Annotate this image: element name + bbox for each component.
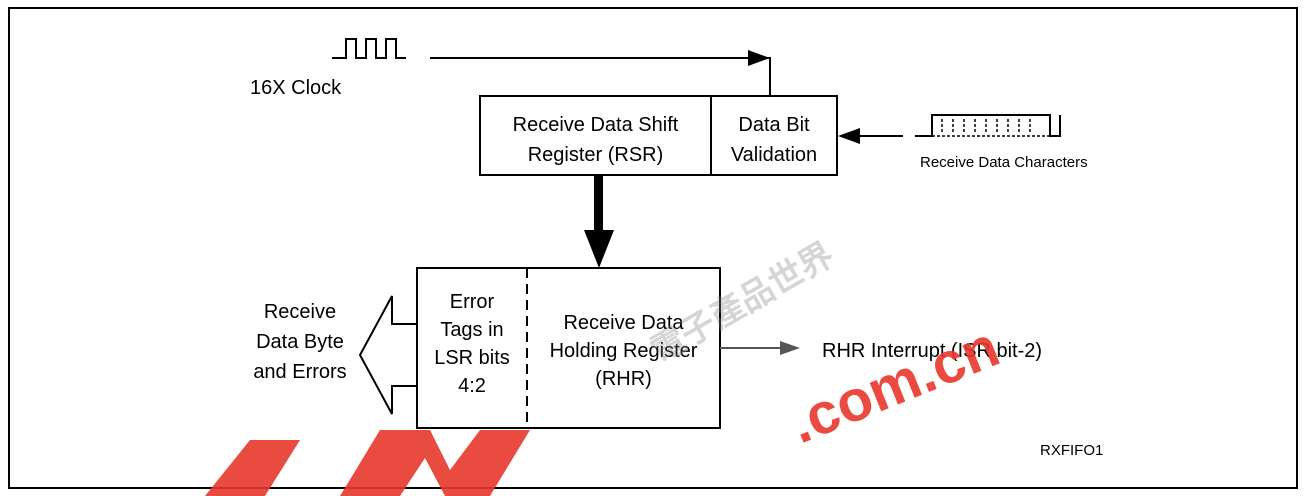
rhr-label-3: (RHR) bbox=[595, 368, 652, 390]
error-tags-label-3: LSR bits bbox=[434, 347, 510, 369]
rhr-label-2: Holding Register bbox=[549, 340, 698, 362]
interrupt-arrowhead bbox=[780, 341, 800, 355]
input-arrowhead bbox=[838, 128, 860, 144]
rsr-label-1: Receive Data Shift bbox=[512, 114, 679, 136]
clock-waveform bbox=[332, 38, 406, 59]
diagram-frame bbox=[8, 7, 1298, 489]
clock-label: 16X Clock bbox=[250, 77, 342, 99]
validation-label-2: Validation bbox=[730, 144, 818, 166]
transfer-arrowhead bbox=[584, 230, 614, 268]
clock-arrowhead bbox=[748, 50, 770, 66]
data-bits bbox=[941, 119, 1031, 132]
transfer-shaft bbox=[594, 175, 603, 231]
output-label-2: Data Byte bbox=[256, 331, 344, 353]
interrupt-label: RHR Interrupt (ISR bit-2) bbox=[822, 340, 1043, 362]
validation-label-1: Data Bit bbox=[738, 114, 810, 136]
error-tags-label-2: Tags in bbox=[440, 319, 504, 341]
error-tags-label-4: 4:2 bbox=[458, 375, 486, 397]
watermark-logo bbox=[205, 430, 530, 496]
input-label: Receive Data Characters bbox=[920, 154, 1088, 171]
figure-id: RXFIFO1 bbox=[1040, 442, 1104, 459]
error-tags-label-1: Error bbox=[449, 291, 495, 313]
validation-box bbox=[710, 95, 838, 176]
output-label-3: and Errors bbox=[253, 361, 347, 383]
data-waveform bbox=[915, 114, 1061, 137]
clock-line bbox=[430, 57, 771, 96]
output-arrow bbox=[358, 295, 418, 415]
rsr-label-2: Register (RSR) bbox=[527, 144, 664, 166]
rhr-label-1: Receive Data bbox=[563, 312, 684, 334]
output-label-1: Receive bbox=[263, 301, 337, 323]
